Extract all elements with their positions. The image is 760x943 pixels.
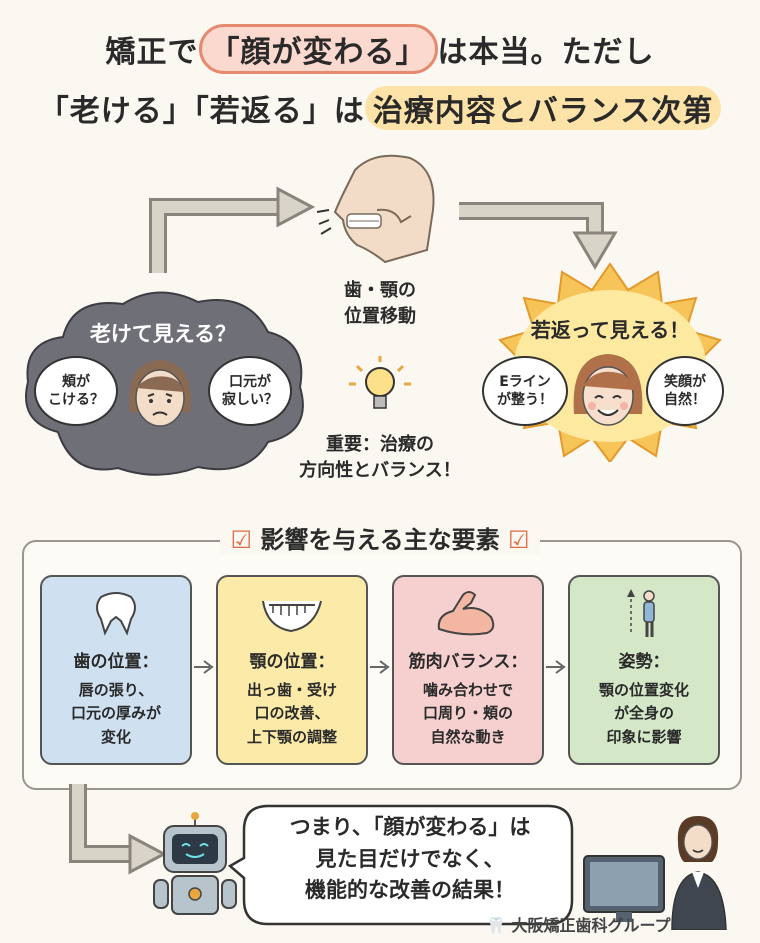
- title-text: 矯正で: [105, 35, 199, 70]
- light-bulb-icon: [349, 356, 411, 409]
- factor-description: 唇の張り、 口元の厚みが 変化: [70, 681, 161, 746]
- factor-title: 顎の位置：: [249, 652, 335, 672]
- factor-description: 顎の位置変化 が全身の 印象に影響: [598, 681, 689, 746]
- sunken-cheeks-bubble: 頬が こける？: [34, 356, 118, 426]
- rejuvenated-heading: 若返って見える！: [530, 318, 690, 342]
- title-highlight-face-changes: 「顔が変わる」: [198, 24, 438, 74]
- natural-smile-bubble: 笑顔が 自然！: [646, 356, 724, 426]
- lonely-mouth-bubble: 口元が 寂しい？: [208, 356, 292, 426]
- factor-description: 噛み合わせで 口周り・頬の 自然な動き: [422, 681, 513, 746]
- smiling-woman-face-icon: [573, 354, 643, 426]
- head-profile-illustration: [316, 154, 435, 264]
- tooth-logo-icon: 🦷: [486, 916, 506, 935]
- check-icon: ☑: [508, 526, 530, 554]
- important-note: 重要：治療の 方向性とバランス！: [299, 434, 461, 482]
- factor-title: 筋肉バランス：: [408, 652, 528, 672]
- factor-title: 歯の位置：: [73, 652, 159, 672]
- arrow-left-to-center: [149, 186, 316, 273]
- conclusion-text: つまり、「顔が変わる」は 見た目だけでなく、 機能的な改善の結果！: [289, 815, 531, 902]
- factor-description: 出っ歯・受け 口の改善、 上下顎の調整: [246, 681, 337, 746]
- arrow-down-to-robot: [69, 784, 168, 875]
- worried-woman-face-icon: [129, 360, 191, 427]
- factor-title: 姿勢：: [618, 652, 670, 672]
- title-line-2: 「老ける」「若返る」は治療内容とバランス次第: [0, 86, 760, 130]
- factor-card-teeth: 歯の位置： 唇の張り、 口元の厚みが 変化: [40, 575, 192, 765]
- factors-heading: ☑ 影響を与える主な要素 ☑: [0, 520, 760, 555]
- tooth-icon: [96, 592, 136, 636]
- title-highlight-balance: 治療内容とバランス次第: [364, 86, 722, 130]
- robot-mascot-icon: [153, 812, 237, 915]
- arrow-center-to-right: [459, 202, 618, 270]
- title-line-1: 矯正で「顔が変わる」は本当。ただし: [0, 24, 760, 74]
- jaw-icon: [262, 600, 322, 633]
- tooth-jaw-movement-label: 歯・顎の 位置移動: [344, 280, 416, 328]
- factors-heading-text: 影響を与える主な要素: [260, 526, 500, 554]
- posture-figure-icon: [627, 589, 655, 637]
- e-line-bubble: Eライン が整う！: [482, 356, 568, 426]
- factor-card-jaw: 顎の位置： 出っ歯・受け 口の改善、 上下顎の調整: [216, 575, 368, 765]
- title-text: は本当。ただし: [437, 35, 655, 70]
- check-icon: ☑: [230, 526, 252, 554]
- conclusion-speech-bubble: [228, 804, 574, 926]
- brand-name: 大阪矯正歯科グループ: [511, 916, 671, 935]
- arrow-right-icon: [194, 660, 214, 674]
- title-text: 「老ける」「若返る」は: [38, 94, 365, 129]
- muscle-arm-icon: [437, 591, 495, 636]
- factor-card-posture: 姿勢： 顎の位置変化 が全身の 印象に影響: [568, 575, 720, 765]
- arrow-right-icon: [546, 660, 566, 674]
- woman-at-computer-illustration: [583, 816, 727, 930]
- arrow-right-icon: [370, 660, 390, 674]
- brand-footer: 🦷 大阪矯正歯科グループ: [486, 912, 756, 936]
- aging-heading: 老けて見える？: [89, 322, 237, 346]
- factor-card-muscle: 筋肉バランス： 噛み合わせで 口周り・頬の 自然な動き: [392, 575, 544, 765]
